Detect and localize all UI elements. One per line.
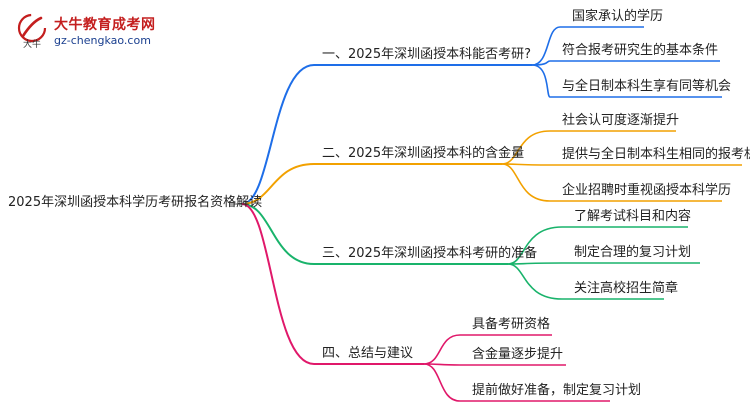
- branch-1-child-3-label: 与全日制本科生享有同等机会: [562, 79, 732, 94]
- logo-url: gz-chengkao.com: [54, 34, 151, 47]
- root-topic: 2025年深圳函授本科学历考研报名资格解读: [8, 195, 263, 210]
- branch-2-child-3-label: 企业招聘时重视函授本科学历: [562, 183, 732, 198]
- branch-1-label: 一、2025年深圳函授本科能否考研?: [322, 47, 531, 62]
- branch-3-connector: [241, 203, 315, 265]
- branch-2-child-2-connector: [501, 163, 551, 166]
- branch-2-child-3-connector: [501, 163, 551, 202]
- branch-1-child-1-label: 国家承认的学历: [572, 9, 664, 24]
- branch-4-label: 四、总结与建议: [322, 346, 414, 361]
- branch-3-label: 三、2025年深圳函授本科考研的准备: [322, 246, 538, 261]
- logo-title: 大牛教育成考网: [54, 17, 156, 33]
- branch-3-child-2-connector: [507, 262, 563, 265]
- branch-1-child-2-label: 符合报考研究生的基本条件: [562, 43, 719, 58]
- site-logo[interactable]: 大牛 大牛教育成考网 gz-chengkao.com: [14, 12, 214, 52]
- branch-3-child-1-label: 了解考试科目和内容: [574, 209, 692, 224]
- branch-2-child-1-connector: [501, 130, 551, 165]
- branch-3-child-3-connector: [507, 263, 563, 300]
- branch-4-child-1-connector: [423, 334, 461, 365]
- branch-4-connector: [241, 203, 315, 365]
- branch-1-connector: [241, 64, 315, 205]
- branch-1-child-1-connector: [531, 26, 561, 66]
- branch-1-child-3-connector: [531, 64, 551, 98]
- branch-2-label: 二、2025年深圳函授本科的含金量: [322, 146, 525, 161]
- branch-3-child-1-connector: [507, 226, 563, 265]
- logo-mark-icon: 大牛: [17, 13, 47, 50]
- branch-4-child-3-label: 提前做好准备，制定复习计划: [472, 383, 642, 398]
- branch-2-connector: [241, 163, 315, 205]
- branch-3-child-2-label: 制定合理的复习计划: [574, 245, 692, 260]
- branch-4-child-1-label: 具备考研资格: [472, 317, 551, 332]
- branch-3-child-3-label: 关注高校招生简章: [574, 281, 679, 296]
- branch-4-child-2-label: 含金量逐步提升: [472, 347, 564, 362]
- branch-2-child-2-label: 提供与全日制本科生相同的报考机会: [562, 147, 750, 162]
- branch-4-child-3-connector: [423, 363, 461, 402]
- branch-2-child-1-label: 社会认可度逐渐提升: [562, 113, 680, 128]
- logo-mark-text: 大牛: [23, 38, 41, 50]
